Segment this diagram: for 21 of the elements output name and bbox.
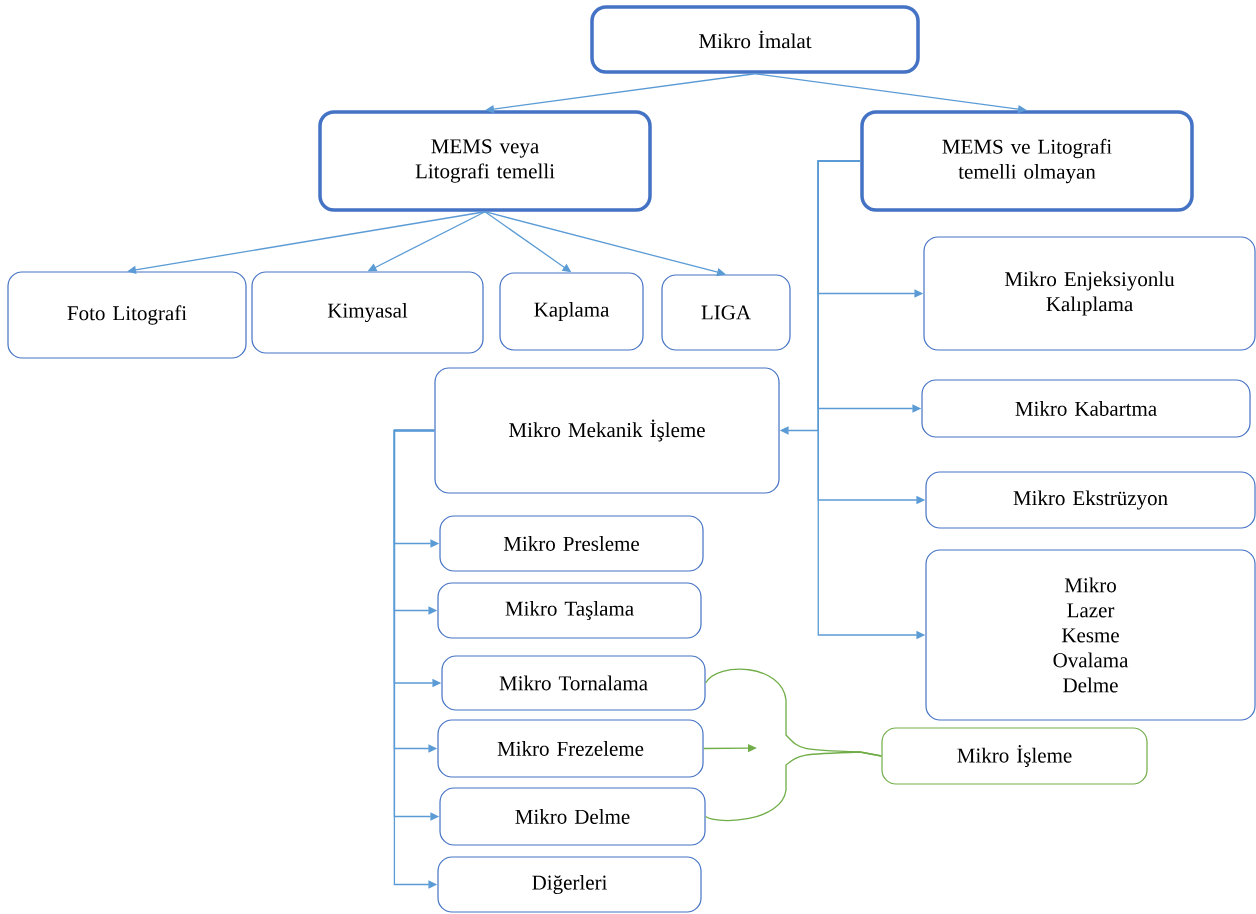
process-box: Mikro Frezeleme <box>437 719 704 778</box>
process-box: Mikro Tornalama <box>441 655 706 711</box>
category-box: Mikro İmalat <box>590 5 920 74</box>
arrow <box>485 73 756 114</box>
process-box: Mikro Presleme <box>439 515 704 572</box>
process-box: Mikro Lazer Kesme Ovalama Delme <box>925 549 1256 721</box>
process-box: Kimyasal <box>251 271 484 354</box>
category-box: MEMS veya Litografi temelli <box>318 110 652 212</box>
process-box: Mikro Kabartma <box>921 379 1251 438</box>
process-box: Mikro Enjeksiyonlu Kalıplama <box>923 236 1256 351</box>
process-box: Mikro Delme <box>439 787 706 846</box>
process-box: LIGA <box>661 274 791 351</box>
category-box: MEMS ve Litografi temelli olmayan <box>860 110 1194 212</box>
process-box: Mikro Ekstrüzyon <box>925 471 1256 529</box>
group-box: Mikro İşleme <box>881 727 1148 785</box>
arrow <box>127 211 486 275</box>
process-box: Mikro Mekanik İşleme <box>434 367 780 494</box>
process-box: Diğerleri <box>437 856 702 913</box>
process-box: Kaplama <box>499 272 644 351</box>
process-box: Foto Litografi <box>7 271 247 359</box>
process-box: Mikro Taşlama <box>437 582 702 639</box>
